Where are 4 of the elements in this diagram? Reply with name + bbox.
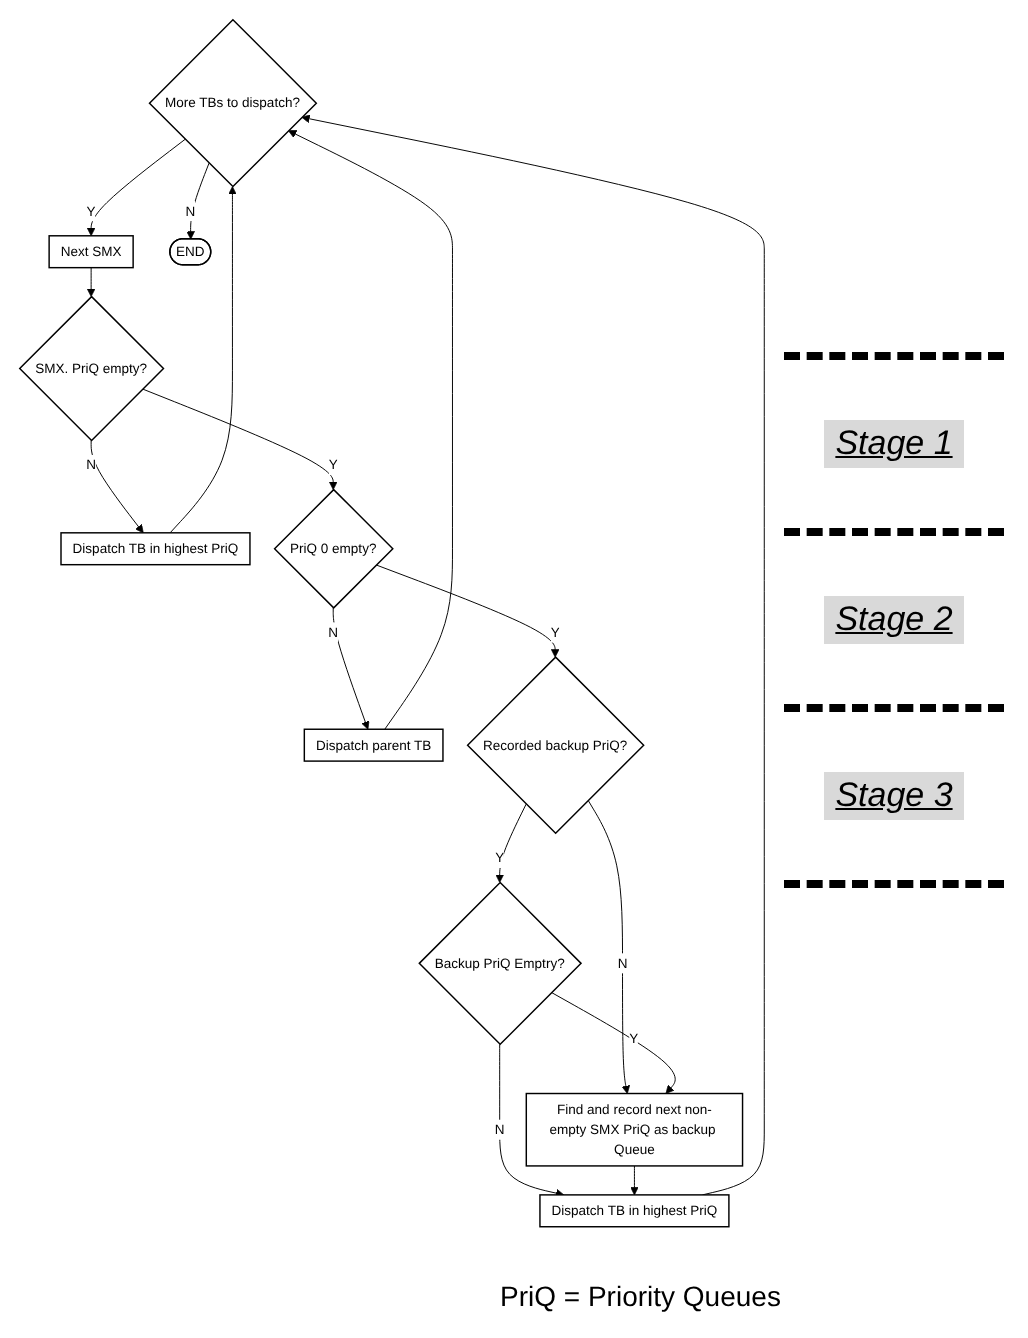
stage-label: Stage 1 [823, 420, 965, 468]
footnote: PriQ = Priority Queues [500, 1280, 781, 1312]
stage-label: Stage 3 [823, 772, 965, 820]
stage-label: Stage 2 [823, 596, 965, 644]
